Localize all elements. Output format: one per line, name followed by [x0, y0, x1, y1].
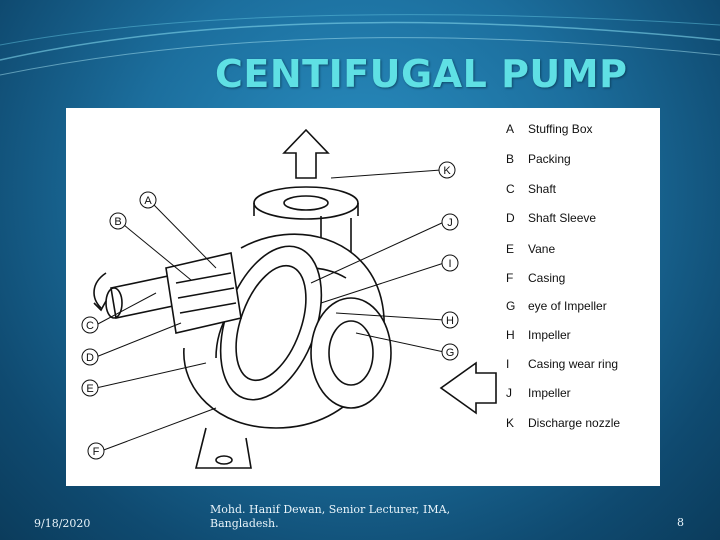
legend-label: eye of Impeller — [528, 299, 607, 313]
legend-letter: D — [506, 211, 515, 225]
legend-label: Impeller — [528, 386, 571, 400]
legend-letter: A — [506, 122, 515, 136]
legend-label: Casing — [528, 271, 566, 285]
decorative-swoosh — [0, 14, 720, 76]
legend-letter: J — [506, 386, 512, 400]
legend-label: Packing — [528, 152, 571, 166]
legend-letter: I — [506, 357, 510, 371]
legend-letter: F — [506, 271, 514, 285]
pump-diagram: A B C D E F G H I J K A Stuffing Box B Pac… — [66, 108, 660, 486]
legend-letter: K — [506, 416, 515, 430]
legend-item: C Shaft — [506, 182, 656, 202]
legend-label: Impeller — [528, 328, 571, 342]
pump-drawing — [93, 128, 497, 469]
legend-item: D Shaft Sleeve — [506, 211, 656, 231]
legend-item: K Discharge nozzle — [506, 416, 656, 436]
legend-item: J Impeller — [506, 386, 656, 406]
legend-item: H Impeller — [506, 328, 656, 348]
footer-author: Mohd. Hanif Dewan, Senior Lecturer, IMA,… — [210, 503, 451, 530]
legend-label: Vane — [528, 242, 556, 256]
legend-item: I Casing wear ring — [506, 357, 656, 377]
legend-item: F Casing — [506, 271, 656, 291]
legend-letter: E — [506, 242, 515, 256]
legend-letter: C — [506, 182, 515, 196]
legend-label: Discharge nozzle — [528, 416, 621, 430]
legend-item: A Stuffing Box — [506, 122, 656, 142]
legend-item: B Packing — [506, 152, 656, 172]
slide-title: CENTIFUGAL PUMP — [215, 52, 628, 96]
legend-label: Stuffing Box — [528, 122, 593, 136]
legend-letter: H — [506, 328, 515, 342]
legend-label: Casing wear ring — [528, 357, 619, 371]
legend-item: E Vane — [506, 242, 656, 262]
legend-label: Shaft — [528, 182, 557, 196]
legend-label: Shaft Sleeve — [528, 211, 597, 225]
legend-letter: B — [506, 152, 515, 166]
footer-date: 9/18/2020 — [34, 517, 91, 530]
legend-letter: G — [506, 299, 516, 313]
page-number: 8 — [677, 516, 684, 529]
